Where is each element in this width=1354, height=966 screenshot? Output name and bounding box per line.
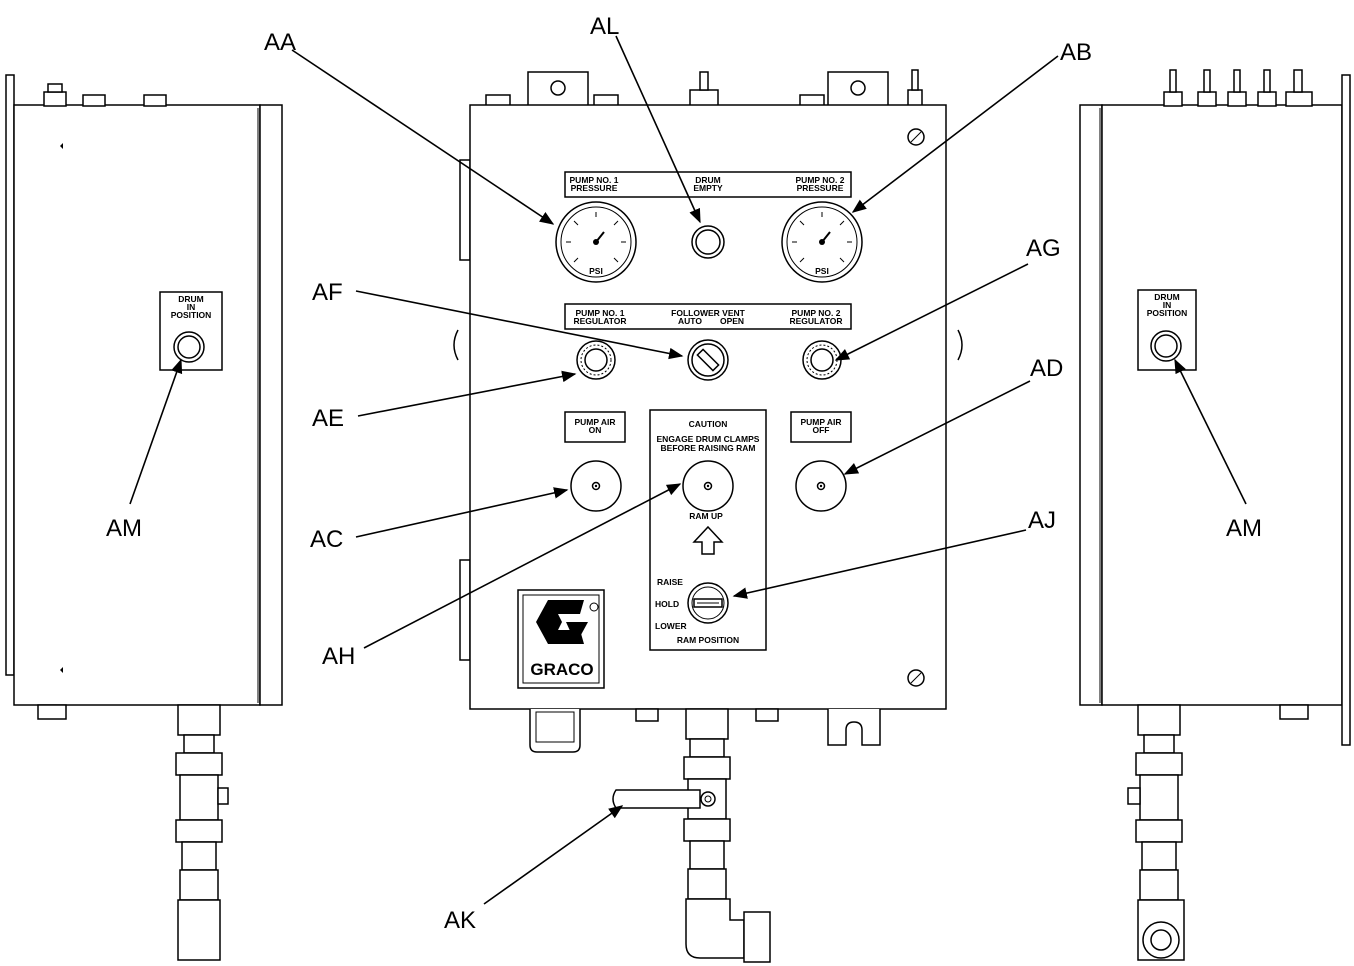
left-drum-in-position-indicator: DRUM IN POSITION	[159, 291, 223, 371]
svg-text:CAUTION: CAUTION	[689, 419, 728, 429]
left-bottom-plumbing	[37, 704, 229, 961]
callout-leaders	[129, 35, 1247, 905]
left-top-fittings	[43, 83, 167, 107]
callout-af: AF	[312, 279, 343, 306]
follower-vent-valve	[687, 339, 729, 381]
left-side-view: DRUM IN POSITION	[5, 74, 283, 961]
pump-air-off-button	[795, 460, 847, 512]
svg-text:ENGAGE DRUM CLAMPS: ENGAGE DRUM CLAMPS	[657, 434, 760, 444]
svg-text:DRUM: DRUM	[695, 175, 721, 185]
svg-text:PUMP NO. 1: PUMP NO. 1	[570, 175, 619, 185]
pump1-pressure-gauge: PSI	[555, 201, 637, 283]
callout-ac: AC	[310, 526, 343, 553]
ball-valve-handle	[612, 789, 716, 809]
svg-text:PRESSURE: PRESSURE	[571, 183, 618, 193]
svg-text:GRACO: GRACO	[530, 660, 593, 679]
svg-text:PSI: PSI	[589, 266, 603, 276]
svg-text:IN: IN	[1163, 300, 1172, 310]
svg-text:PSI: PSI	[815, 266, 829, 276]
svg-text:ON: ON	[589, 425, 602, 435]
panel-screw-bottom	[907, 669, 925, 687]
pump2-pressure-gauge: PSI	[781, 201, 863, 283]
callout-ae: AE	[312, 405, 344, 432]
svg-text:LOWER: LOWER	[655, 621, 687, 631]
svg-text:FOLLOWER VENT: FOLLOWER VENT	[671, 308, 745, 318]
callout-al: AL	[590, 13, 619, 40]
svg-text:AUTO: AUTO	[678, 316, 702, 326]
svg-text:REGULATOR: REGULATOR	[573, 316, 626, 326]
callout-ag: AG	[1026, 235, 1061, 262]
callout-am-left: AM	[106, 515, 142, 542]
callout-ab: AB	[1060, 39, 1092, 66]
svg-text:BEFORE RAISING RAM: BEFORE RAISING RAM	[661, 443, 756, 453]
svg-text:RAISE: RAISE	[657, 577, 683, 587]
svg-text:PUMP NO. 2: PUMP NO. 2	[792, 308, 841, 318]
pump2-regulator-knob	[802, 340, 842, 380]
svg-text:POSITION: POSITION	[171, 310, 212, 320]
callout-aa: AA	[264, 29, 296, 56]
drum-empty-light	[691, 225, 725, 259]
svg-text:IN: IN	[187, 302, 196, 312]
svg-text:OPEN: OPEN	[720, 316, 744, 326]
svg-text:RAM UP: RAM UP	[689, 511, 723, 521]
svg-text:PUMP AIR: PUMP AIR	[800, 417, 841, 427]
pump-air-on-button	[570, 460, 622, 512]
svg-text:DRUM: DRUM	[1154, 292, 1180, 302]
ram-up-button	[682, 460, 734, 512]
right-top-fittings	[1163, 69, 1313, 107]
svg-text:PRESSURE: PRESSURE	[797, 183, 844, 193]
svg-text:OFF: OFF	[813, 425, 830, 435]
svg-text:PUMP NO. 1: PUMP NO. 1	[576, 308, 625, 318]
svg-text:PUMP AIR: PUMP AIR	[574, 417, 615, 427]
right-drum-in-position-indicator: DRUM IN POSITION	[1137, 289, 1197, 371]
panel-screw-top	[907, 128, 925, 146]
svg-text:HOLD: HOLD	[655, 599, 679, 609]
callout-labels: AA AL AB AF AG AE AD AC AJ AH AK AM AM	[106, 13, 1262, 934]
main-front-panel: PUMP NO. 1 PRESSURE DRUM EMPTY PUMP NO. …	[453, 69, 963, 963]
graco-logo: GRACO	[517, 589, 605, 689]
svg-text:EMPTY: EMPTY	[693, 183, 723, 193]
callout-aj: AJ	[1028, 507, 1056, 534]
svg-text:PUMP NO. 2: PUMP NO. 2	[796, 175, 845, 185]
callout-ad: AD	[1030, 355, 1063, 382]
svg-text:RAM POSITION: RAM POSITION	[677, 635, 739, 645]
right-side-view: DRUM IN POSITION	[1079, 69, 1351, 961]
svg-text:REGULATOR: REGULATOR	[789, 316, 842, 326]
right-bottom-plumbing	[1127, 704, 1309, 961]
ram-control-panel: CAUTION ENGAGE DRUM CLAMPS BEFORE RAISIN…	[649, 409, 767, 651]
callout-ak: AK	[444, 907, 476, 934]
callout-am-right: AM	[1226, 515, 1262, 542]
svg-text:POSITION: POSITION	[1147, 308, 1188, 318]
callout-ah: AH	[322, 643, 355, 670]
main-bottom-plumbing	[529, 708, 881, 963]
pump1-regulator-knob	[576, 340, 616, 380]
ram-position-selector	[687, 582, 729, 624]
up-arrow-icon	[692, 525, 724, 555]
svg-text:DRUM: DRUM	[178, 294, 204, 304]
